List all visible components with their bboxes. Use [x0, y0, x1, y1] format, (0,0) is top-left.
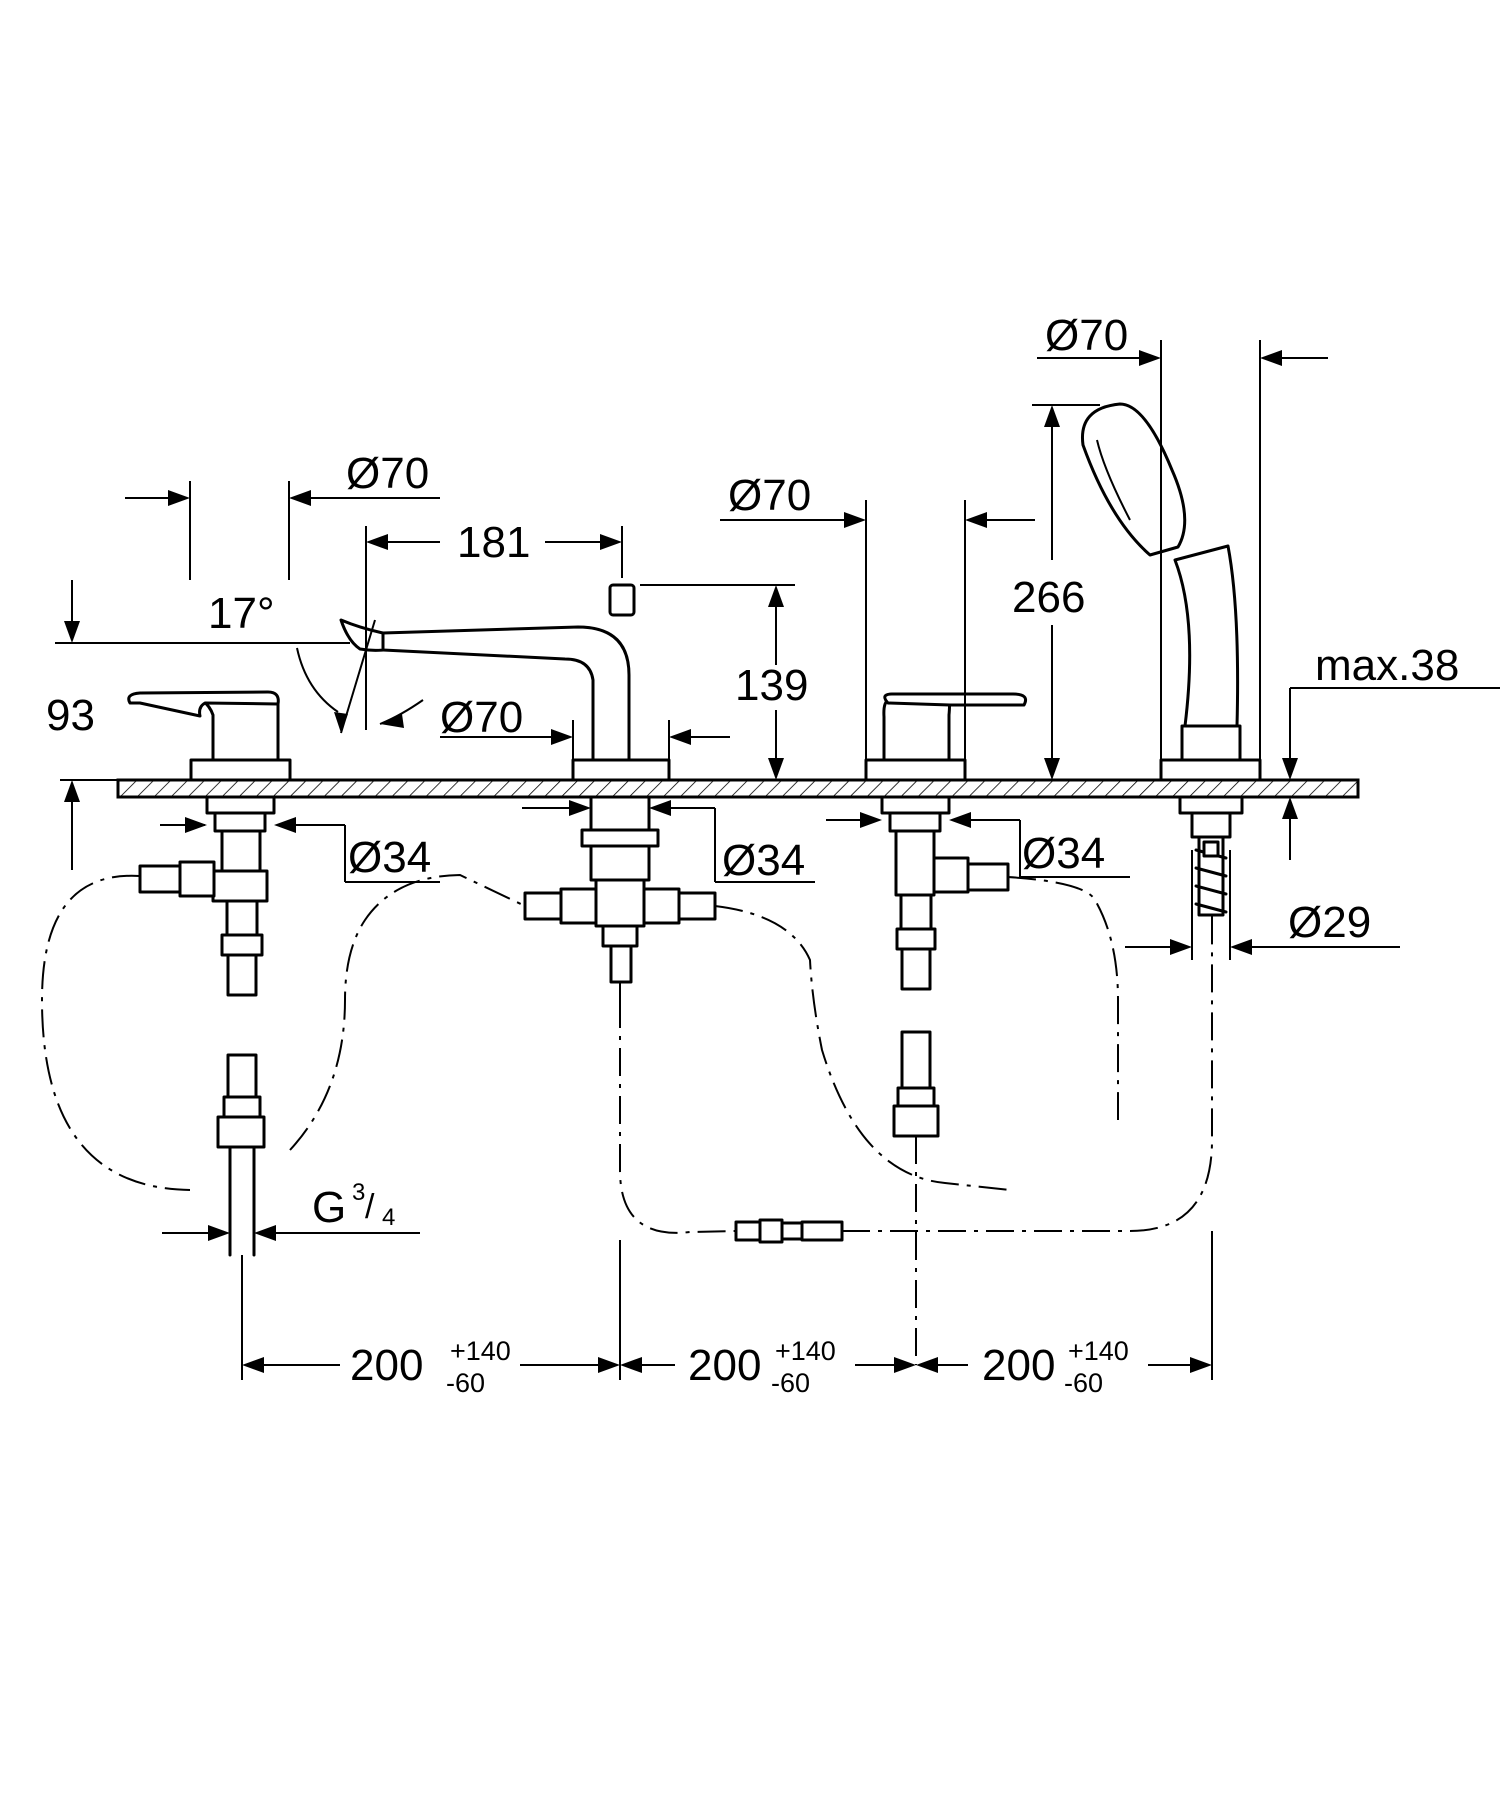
right-valve-handle	[864, 692, 1028, 782]
spacing-3-nominal: 200	[982, 1341, 1055, 1390]
spacing-3-plus: +140	[1068, 1336, 1129, 1366]
left-hose-lower	[216, 1053, 266, 1257]
spacing-1-plus: +140	[450, 1336, 511, 1366]
center-diverter-body	[523, 795, 717, 984]
dim-hand-shower-height: 266	[1012, 573, 1085, 622]
bath-spout	[339, 583, 671, 782]
thread-prefix: G	[312, 1183, 346, 1232]
dim-hole-right: Ø34	[1022, 829, 1105, 878]
dimension-lines	[55, 340, 1500, 1380]
dim-spout-height: 139	[735, 661, 808, 710]
right-valve-body	[880, 795, 1010, 1138]
spacing-dim-3: 200 +140 -60	[982, 1336, 1129, 1398]
dim-hole-left: Ø34	[348, 833, 431, 882]
shower-hose-connector	[1178, 795, 1244, 917]
dim-hole-center: Ø34	[722, 836, 805, 885]
dim-rosette-shower: Ø70	[1045, 311, 1128, 360]
thread-size-label: G 3 / 4	[312, 1179, 395, 1232]
dim-angle: 17°	[208, 589, 275, 638]
deck-plate	[116, 778, 1360, 799]
hose-routes	[40, 873, 1213, 1365]
spacing-1-nominal: 200	[350, 1341, 423, 1390]
spacing-dim-1: 200 +140 -60	[350, 1336, 511, 1398]
spacing-3-minus: -60	[1064, 1368, 1103, 1398]
hose-extension-connector	[734, 1218, 844, 1244]
dim-rosette-right: Ø70	[728, 471, 811, 520]
spacing-1-minus: -60	[446, 1368, 485, 1398]
thread-denominator: 4	[382, 1204, 395, 1231]
dim-deck-thickness: max.38	[1315, 641, 1459, 690]
arrowheads	[64, 350, 1298, 1373]
thread-numerator: 3	[352, 1179, 365, 1206]
hand-shower	[1080, 402, 1262, 782]
spacing-2-nominal: 200	[688, 1341, 761, 1390]
spacing-2-minus: -60	[771, 1368, 810, 1398]
left-valve-body	[138, 795, 276, 997]
svg-text:/: /	[365, 1188, 375, 1226]
left-valve-handle	[127, 690, 292, 782]
spacing-2-plus: +140	[775, 1336, 836, 1366]
dim-rosette-left: Ø70	[346, 449, 429, 498]
spacing-dim-2: 200 +140 -60	[688, 1336, 836, 1398]
dim-spout-reach: 181	[457, 518, 530, 567]
dim-rosette-spout: Ø70	[440, 693, 523, 742]
dim-handle-height: 93	[46, 691, 95, 740]
dim-hole-shower: Ø29	[1288, 898, 1371, 947]
